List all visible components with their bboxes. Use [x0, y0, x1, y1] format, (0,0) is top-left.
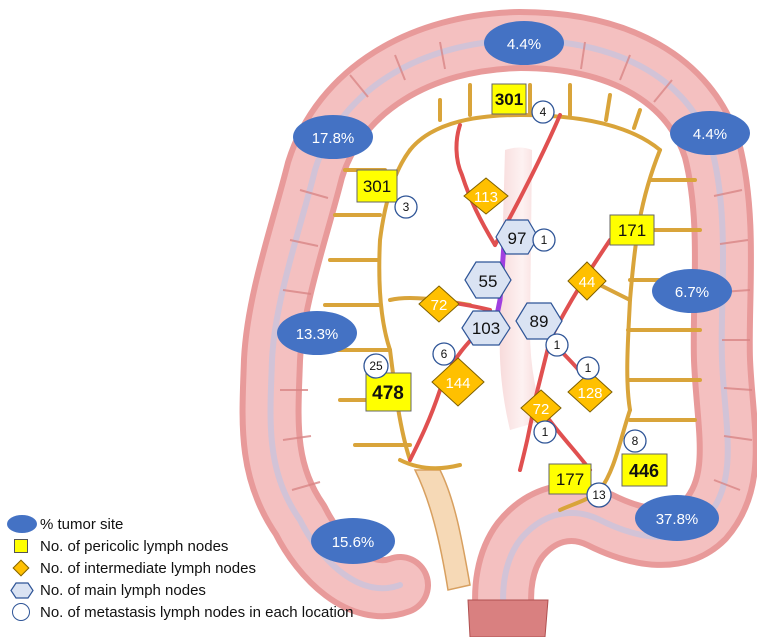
svg-text:113: 113: [474, 189, 498, 206]
legend-ellipse-icon: [6, 513, 40, 535]
tumor-site-upper-left: 17.8%: [293, 115, 373, 159]
svg-text:144: 144: [445, 375, 470, 392]
legend-circle-icon: [6, 601, 40, 623]
tumor-site-left-mid: 13.3%: [277, 311, 357, 355]
svg-text:1: 1: [542, 425, 549, 439]
main-nodes: 97 55 103 89: [461, 219, 563, 346]
tumor-site-lower-right: 37.8%: [635, 495, 719, 541]
legend-item-main: No. of main lymph nodes: [6, 579, 426, 601]
metastasis-sigmoid-lower: 13: [586, 482, 612, 508]
svg-text:4.4%: 4.4%: [507, 36, 541, 53]
metastasis-ileocolic: 6: [432, 342, 456, 366]
svg-text:55: 55: [479, 272, 498, 291]
metastasis-sigmoid-b: 1: [533, 420, 557, 444]
svg-text:301: 301: [495, 90, 523, 109]
svg-text:6.7%: 6.7%: [675, 284, 709, 301]
svg-text:72: 72: [533, 401, 550, 418]
pericolic-nodes: 301 301 478 171 446 177: [356, 83, 668, 495]
ileum: [413, 469, 471, 591]
svg-text:72: 72: [431, 297, 448, 314]
intermediate-node-sigmoid-a: 128: [567, 371, 613, 413]
legend-label-main: No. of main lymph nodes: [40, 581, 206, 599]
svg-text:17.8%: 17.8%: [312, 130, 355, 147]
legend-item-metastasis: No. of metastasis lymph nodes in each lo…: [6, 601, 426, 623]
legend-label-intermediate: No. of intermediate lymph nodes: [40, 559, 256, 577]
svg-text:128: 128: [577, 385, 602, 402]
metastasis-sigmoid-upper: 8: [623, 429, 647, 453]
legend-item-tumor-site: % tumor site: [6, 513, 426, 535]
pericolic-node-splenic: 171: [609, 214, 655, 246]
legend-diamond-icon: [6, 557, 40, 579]
svg-text:37.8%: 37.8%: [656, 511, 699, 528]
intermediate-node-right-colic: 72: [418, 285, 460, 323]
svg-text:1: 1: [585, 361, 592, 375]
pericolic-node-sigmoid-lower: 177: [548, 463, 592, 495]
metastasis-hepatic-flexure: 3: [394, 195, 418, 219]
metastasis-middle-main: 1: [532, 228, 556, 252]
intermediate-node-ileocolic: 144: [431, 357, 485, 407]
metastasis-sigmoid-a: 1: [576, 356, 600, 380]
legend-hexagon-icon: [6, 579, 40, 601]
intermediate-node-left-colic: 44: [567, 261, 607, 301]
legend-square-icon: [6, 535, 40, 557]
tumor-site-top: 4.4%: [484, 21, 564, 65]
svg-text:301: 301: [363, 177, 391, 196]
svg-text:4.4%: 4.4%: [693, 126, 727, 143]
svg-text:3: 3: [403, 200, 410, 214]
colon: [239, 9, 757, 637]
intermediate-node-sigmoid-b: 72: [520, 389, 562, 427]
metastasis-transverse: 4: [531, 100, 555, 124]
svg-text:1: 1: [554, 338, 561, 352]
metastasis-nodes: 4 3 1 25 6 1 1 1: [363, 100, 647, 508]
svg-text:8: 8: [632, 434, 639, 448]
legend-item-intermediate: No. of intermediate lymph nodes: [6, 557, 426, 579]
svg-text:25: 25: [369, 359, 383, 373]
svg-text:13.3%: 13.3%: [296, 326, 339, 343]
svg-text:177: 177: [556, 470, 584, 489]
legend-label-metastasis: No. of metastasis lymph nodes in each lo…: [40, 603, 354, 621]
svg-text:89: 89: [530, 312, 549, 331]
tumor-site-right-mid: 6.7%: [652, 269, 732, 313]
legend: % tumor site No. of pericolic lymph node…: [6, 513, 426, 623]
svg-text:478: 478: [372, 383, 404, 404]
svg-text:15.6%: 15.6%: [332, 534, 375, 551]
intermediate-nodes: 113 72 144 44 128 72: [418, 177, 613, 427]
metastasis-ascending: 25: [363, 353, 389, 379]
pericolic-node-sigmoid-upper: 446: [621, 453, 668, 487]
tumor-site-upper-right: 4.4%: [670, 111, 750, 155]
svg-text:103: 103: [472, 319, 500, 338]
svg-text:446: 446: [629, 461, 659, 481]
metastasis-ima-main: 1: [545, 333, 569, 357]
pericolic-node-transverse: 301: [491, 83, 527, 115]
svg-text:4: 4: [540, 105, 547, 119]
svg-text:1: 1: [541, 233, 548, 247]
legend-item-pericolic: No. of pericolic lymph nodes: [6, 535, 426, 557]
svg-text:13: 13: [592, 488, 606, 502]
rectum: [467, 599, 549, 637]
legend-label-pericolic: No. of pericolic lymph nodes: [40, 537, 229, 555]
svg-text:44: 44: [579, 274, 596, 291]
main-node-middle: 97: [495, 219, 539, 255]
pericolic-node-ascending: 478: [365, 372, 412, 412]
pericolic-node-hepatic-flexure: 301: [356, 169, 398, 203]
tumor-site-lower-left: 15.6%: [311, 518, 395, 564]
main-node-right: 55: [464, 261, 512, 299]
main-node-ima-root: 89: [515, 302, 563, 340]
intermediate-node-middle-colic: 113: [463, 177, 509, 215]
tumor-site-markers: 4.4% 17.8% 4.4% 6.7% 13.3% 15.6% 37.8%: [277, 21, 750, 564]
legend-label-tumor-site: % tumor site: [40, 515, 124, 533]
svg-text:97: 97: [508, 229, 527, 248]
svg-text:6: 6: [441, 347, 448, 361]
svg-text:171: 171: [618, 221, 646, 240]
main-node-ileocolic-root: 103: [461, 310, 511, 346]
